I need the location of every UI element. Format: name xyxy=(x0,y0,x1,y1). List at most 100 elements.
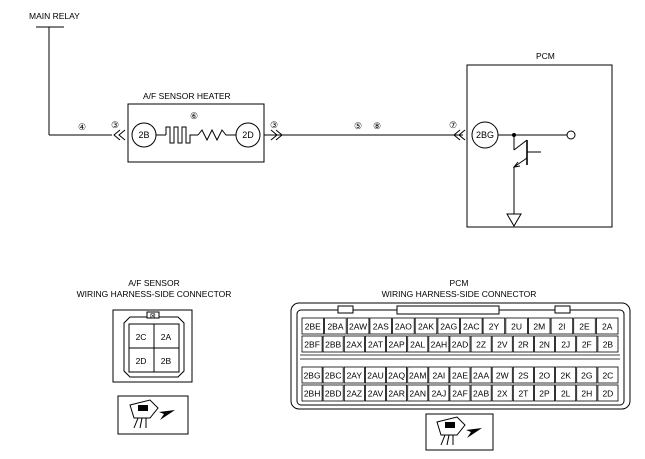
pcm-pin-cell xyxy=(596,317,619,335)
pcm-pin-cell xyxy=(386,384,408,402)
pcm-pin-label: 2BB xyxy=(325,340,341,350)
pcm-pin-label: 2AT xyxy=(368,340,383,350)
pcm-connector-outer xyxy=(290,302,631,410)
pcm-pin-label: 2L xyxy=(561,389,571,399)
pcm-pin-cell xyxy=(573,317,596,335)
pcm-pin-cell xyxy=(534,335,556,353)
pcm-pin-label: 2BF xyxy=(304,340,320,350)
pcm-pin-label: 2AX xyxy=(346,340,362,350)
pcm-pin-cell xyxy=(512,366,534,384)
resistor-symbol xyxy=(197,128,236,142)
pcm-pin-cell xyxy=(428,384,450,402)
pcm-pin-label: 2AM xyxy=(409,371,426,381)
pcm-pin-cell xyxy=(407,384,429,402)
pcm-pin-label: 2Z xyxy=(476,340,486,350)
pcm-pin-cell xyxy=(505,317,528,335)
pcm-pin-label: 2N xyxy=(539,340,550,350)
pcm-pin-cell xyxy=(576,335,598,353)
pcm-pin-cell xyxy=(512,384,534,402)
pcm-pin-cell xyxy=(322,366,344,384)
pcm-pin-cell xyxy=(343,384,365,402)
pcm-pin-label: 2X xyxy=(497,389,508,399)
pcm-connector-title-1: PCM xyxy=(450,278,469,288)
pcm-latch-center xyxy=(396,305,500,315)
pcm-pin-cell xyxy=(460,317,483,335)
pcm-pin-cell xyxy=(386,335,408,353)
view-direction-icon-pcm xyxy=(425,413,494,451)
pcm-pin-label: 2AB xyxy=(473,389,489,399)
pcm-pin-cell xyxy=(491,335,513,353)
pcm-pin-cell xyxy=(437,317,460,335)
pcm-pin-cell xyxy=(324,317,347,335)
circuit-tag-3a: ③ xyxy=(111,120,119,130)
pcm-pin-label: 2AH xyxy=(431,340,448,350)
pcm-pin-cell xyxy=(301,384,323,402)
pcm-pin-cell xyxy=(407,366,429,384)
pcm-pin-cell xyxy=(528,317,551,335)
heater-box xyxy=(127,103,265,163)
pcm-pin-cell xyxy=(597,384,619,402)
pcm-pin-cell xyxy=(470,335,492,353)
af-cell-2a: 2A xyxy=(161,332,172,342)
latch-mark-icon: ⊠ xyxy=(150,312,156,320)
pcm-pin-cell xyxy=(534,384,556,402)
af-connector-body xyxy=(123,316,185,378)
pcm-pin-label: 2B xyxy=(603,340,614,350)
circuit-tag-4: ④ xyxy=(78,122,86,132)
pcm-pin-cell xyxy=(407,335,429,353)
pcm-pin-label: 2AD xyxy=(452,340,469,350)
pcm-box xyxy=(466,64,613,228)
pcm-pin-label: 2K xyxy=(560,371,571,381)
pcm-pin-label: 2AO xyxy=(395,322,412,332)
af-cell-2c: 2C xyxy=(136,332,147,342)
heater-pin-2d-label: 2D xyxy=(242,130,254,140)
pcm-pin-label: 2AU xyxy=(367,371,384,381)
pcm-pin-cell xyxy=(470,384,492,402)
pcm-pin-label: 2U xyxy=(511,322,522,332)
pcm-pin-cell xyxy=(364,335,386,353)
pcm-pin-cell xyxy=(301,366,323,384)
pcm-pin-label: 2BD xyxy=(325,389,342,399)
pcm-pin-label: 2E xyxy=(579,322,590,332)
pcm-label: PCM xyxy=(536,51,555,61)
pcm-pin-cell xyxy=(343,335,365,353)
pcm-pin-label: 2R xyxy=(518,340,529,350)
pcm-pin-cell xyxy=(470,366,492,384)
pcm-pin-label: 2W xyxy=(496,371,509,381)
pcm-pin-cell xyxy=(597,366,619,384)
heater-element-symbol xyxy=(165,126,198,144)
pcm-pin-label: 2AI xyxy=(433,371,446,381)
pcm-pin-cell xyxy=(392,317,415,335)
heater-pin-2b-label: 2B xyxy=(138,130,149,140)
pcm-pin-label: 2AS xyxy=(373,322,389,332)
connector-chevron-pcm xyxy=(453,129,466,141)
pcm-pin-cell xyxy=(555,366,577,384)
circuit-tag-6: ⑥ xyxy=(190,111,198,121)
pcm-pin-cell xyxy=(346,317,370,335)
ground-icon xyxy=(506,213,522,227)
pcm-pin-label: 2BG xyxy=(304,371,321,381)
pcm-pin-cell xyxy=(343,366,365,384)
pcm-pin-cell xyxy=(449,335,471,353)
pcm-pin-cell xyxy=(414,317,438,335)
pcm-pin-label: 2BH xyxy=(304,389,321,399)
af-connector-latch xyxy=(146,311,160,319)
pcm-pin-cell xyxy=(428,366,450,384)
pcm-pin-cell xyxy=(449,384,471,402)
pcm-pin-label: 2S xyxy=(518,371,529,381)
pcm-pin-label: 2J xyxy=(561,340,570,350)
pcm-pin-cell xyxy=(512,335,534,353)
heater-label: A/F SENSOR HEATER xyxy=(143,91,231,101)
pcm-pin-label: 2H xyxy=(581,389,592,399)
pcm-latch-right xyxy=(554,305,571,314)
pcm-pin-label: 2O xyxy=(539,371,551,381)
pcm-pin-label: 2BA xyxy=(327,322,343,332)
pcm-pin-cell xyxy=(576,366,598,384)
circuit-tag-3b: ③ xyxy=(270,120,278,130)
pcm-pin-label: 2A xyxy=(602,322,613,332)
pcm-pin-label: 2T xyxy=(518,389,528,399)
pcm-pin-label: 2AR xyxy=(388,389,405,399)
pcm-pin-cell xyxy=(369,317,392,335)
pcm-pin-label: 2AZ xyxy=(347,389,363,399)
main-relay-label: MAIN RELAY xyxy=(29,11,80,21)
